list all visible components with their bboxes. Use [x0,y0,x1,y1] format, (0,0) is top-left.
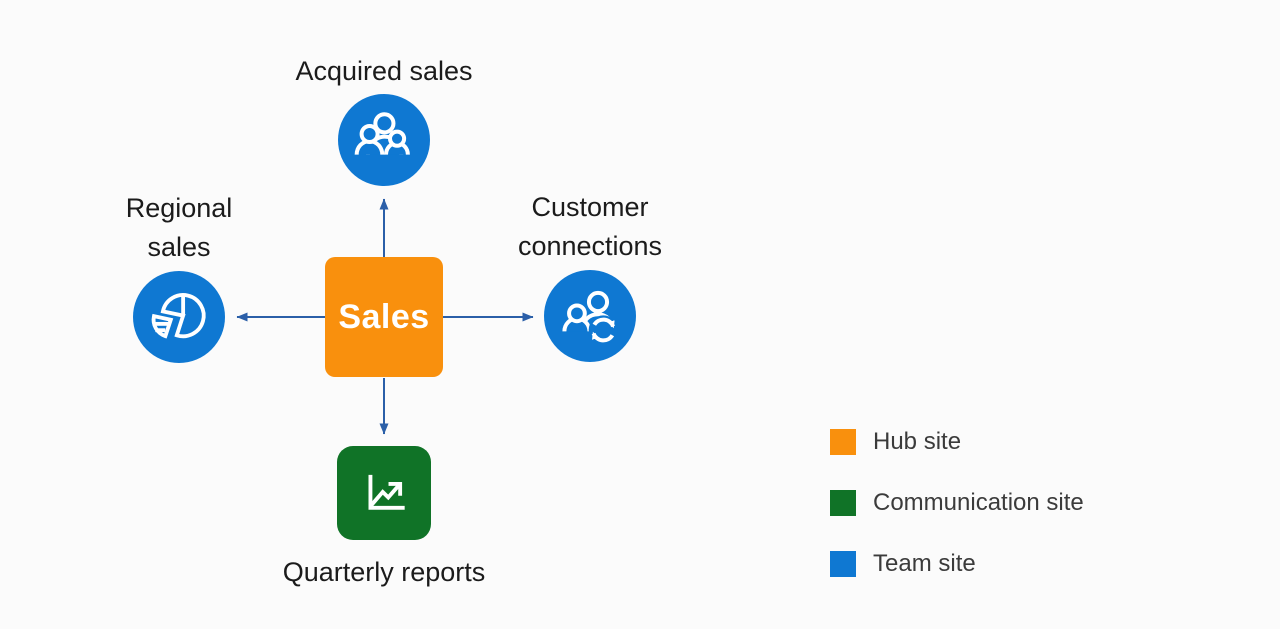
pie-chart-icon [151,293,206,339]
hub-label: Sales [338,297,430,336]
legend: Hub site Communication site Team site [830,429,1084,577]
node-quarterly-reports [337,446,431,540]
node-acquired-sales [338,94,430,186]
legend-swatch-communication-site [830,490,856,516]
legend-item-hub-site: Hub site [830,429,1084,455]
node-label-customer-connections: Customer connections [517,192,663,261]
legend-label-hub-site: Hub site [873,428,962,455]
people-sync-icon [562,290,618,345]
hub-node-sales: Sales [325,257,443,377]
node-label-acquired-sales: Acquired sales [295,56,473,86]
legend-swatch-hub-site [830,429,856,455]
node-label-quarterly-reports: Quarterly reports [282,557,486,587]
legend-label-team-site: Team site [873,550,976,577]
legend-item-team-site: Team site [830,551,1084,577]
people-group-icon [354,112,410,155]
legend-swatch-team-site [830,551,856,577]
legend-label-communication-site: Communication site [873,489,1084,516]
node-regional-sales [133,271,225,363]
legend-item-communication-site: Communication site [830,490,1084,516]
line-chart-icon [368,474,405,510]
node-label-regional-sales: Regional sales [125,193,233,262]
node-customer-connections [544,270,636,362]
